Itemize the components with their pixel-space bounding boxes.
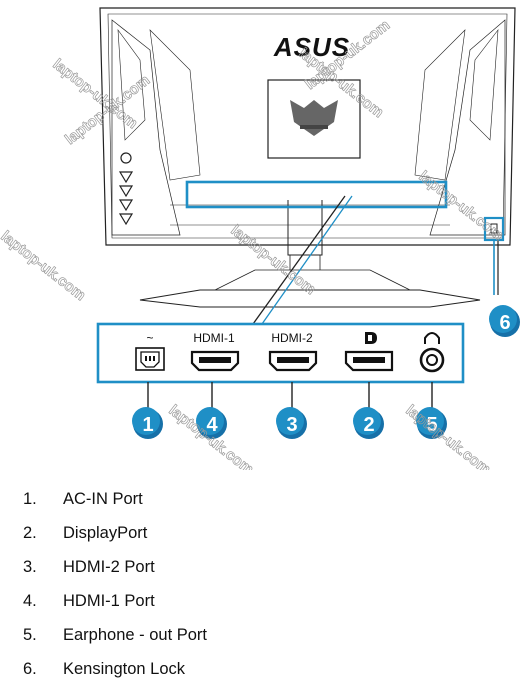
monitor-rear-diagram: ASUS ~ HDMI-1 HDMI-2 [0,7,520,470]
watermarks: laptop-uk.com laptop-uk.com laptop-uk.co… [0,16,507,470]
legend-text: HDMI-1 Port [63,592,155,610]
displayport-port-icon [344,350,394,372]
svg-text:1: 1 [142,414,153,436]
svg-text:3: 3 [286,414,297,436]
hdmi2-port-icon [268,350,318,372]
badge-4: 4 [196,407,227,439]
earphone-jack-icon [419,347,445,373]
svg-text:5: 5 [426,414,437,436]
svg-text:4: 4 [206,414,218,436]
displayport-logo-icon [365,332,377,344]
legend-number: 2. [23,524,37,542]
legend-number: 4. [23,592,37,610]
badge-3: 3 [276,407,307,439]
ac-in-port-icon [135,347,165,371]
badge-5: 5 [416,407,447,439]
headphone-icon [424,332,440,344]
hdmi2-port-label: HDMI-2 [271,331,313,345]
asus-logo: ASUS [273,32,350,62]
legend-number: 5. [23,626,37,644]
watermark: laptop-uk.com [403,402,494,470]
legend-text: Kensington Lock [63,660,186,678]
legend-text: Earphone - out Port [63,626,208,644]
legend-number: 3. [23,558,37,576]
badge-1: 1 [132,407,163,439]
badge-2: 2 [353,407,384,439]
watermark: laptop-uk.com [0,228,89,305]
legend-text: HDMI-2 Port [63,558,155,576]
badge-6: 6 [489,305,520,337]
ports-panel [96,322,465,384]
port-area-highlight [185,180,448,209]
legend-number: 1. [23,490,37,508]
svg-text:2: 2 [363,414,374,436]
ac-port-label: ~ [146,331,153,345]
callout-line [261,195,353,325]
svg-text:6: 6 [499,312,510,334]
callout-line [252,195,346,325]
legend-text: AC-IN Port [63,490,143,508]
watermark: laptop-uk.com [228,222,319,299]
legend-number: 6. [23,660,37,678]
legend-text: DisplayPort [63,524,148,542]
tuf-gaming-logo [290,100,338,136]
kensington-lock-icon [490,223,498,234]
hdmi1-port-label: HDMI-1 [193,331,235,345]
hdmi1-port-icon [190,350,240,372]
